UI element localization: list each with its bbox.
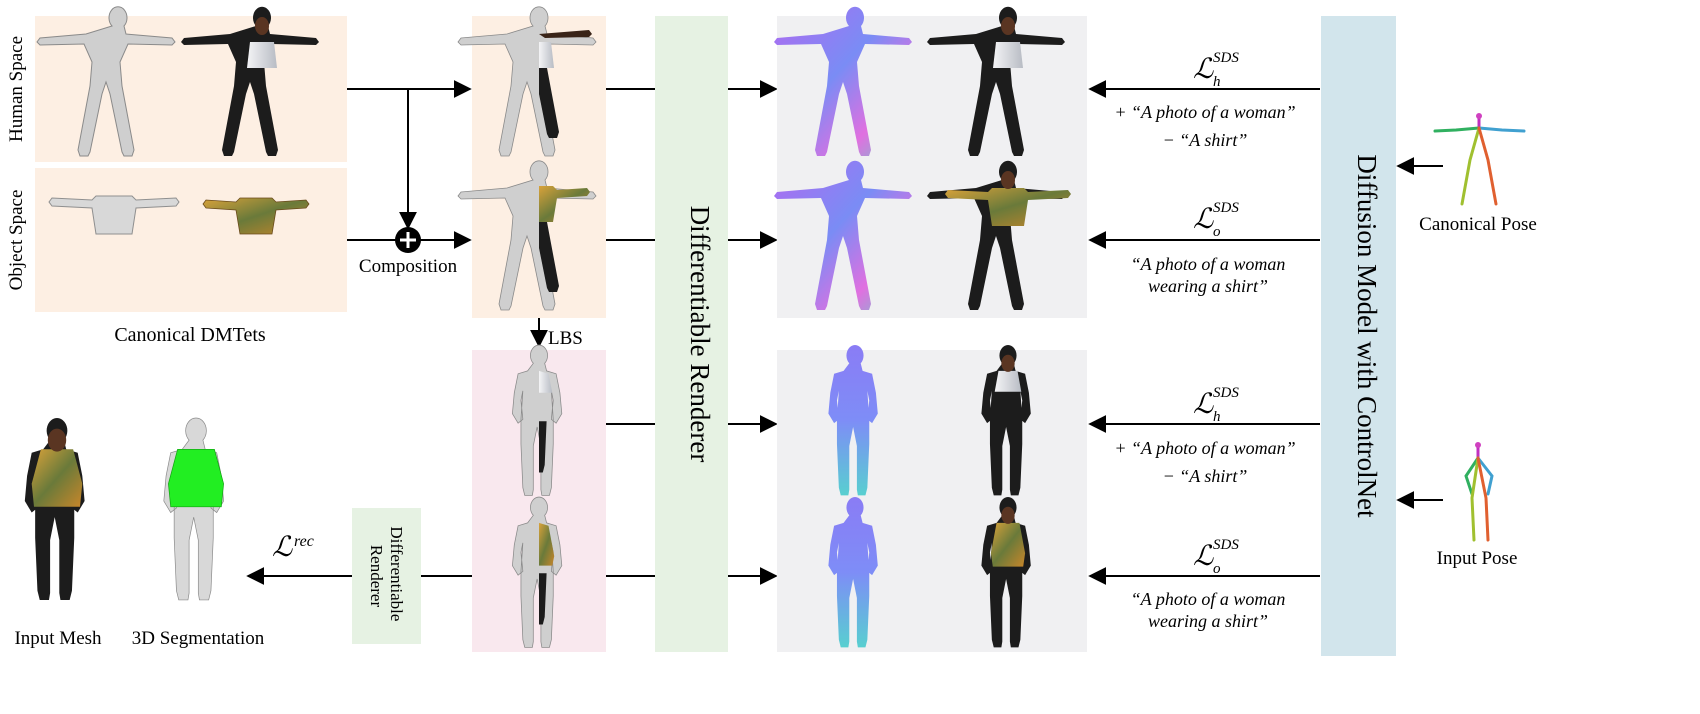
- posed-object: [511, 496, 563, 648]
- small-renderer-line1: Differentiable: [387, 526, 406, 621]
- small-renderer-label: Differentiable Renderer: [367, 526, 406, 625]
- composition-label: Composition: [359, 256, 458, 277]
- differentiable-renderer-block: [655, 16, 728, 652]
- segmentation-figure: [163, 417, 225, 601]
- posed-human: [511, 344, 563, 496]
- canonical-pose-skeleton: [1433, 113, 1526, 206]
- svg-text:o: o: [1213, 224, 1221, 240]
- diffusion-model-label: Diffusion Model with ControlNet: [1352, 154, 1382, 518]
- svg-text:ℒ: ℒ: [1193, 389, 1214, 420]
- segmentation-label: 3D Segmentation: [132, 628, 265, 649]
- input-pose-skeleton: [1464, 442, 1494, 542]
- svg-text:ℒ: ℒ: [1193, 54, 1214, 85]
- svg-text:h: h: [1213, 409, 1221, 425]
- human-space-label: Human Space: [6, 36, 27, 142]
- prompt-object-bottom-line2: wearing a shirt”: [1148, 611, 1268, 631]
- input-mesh-label: Input Mesh: [14, 628, 102, 649]
- prompt-human-bottom-line2: − “A shirt”: [1163, 466, 1248, 486]
- svg-text:SDS: SDS: [1213, 50, 1239, 66]
- object-gray-shirt: [48, 195, 180, 235]
- small-renderer-block: [352, 508, 421, 644]
- human-textured: [181, 6, 319, 156]
- composed-object: [457, 160, 597, 311]
- svg-text:SDS: SDS: [1213, 385, 1239, 401]
- canonical-pose-label: Canonical Pose: [1419, 214, 1537, 235]
- svg-text:rec: rec: [294, 533, 314, 550]
- svg-text:o: o: [1213, 561, 1221, 577]
- prompt-object-bottom-line1: “A photo of a woman: [1131, 589, 1286, 609]
- svg-text:ℒ: ℒ: [272, 532, 293, 563]
- loss-human-bottom: ℒ SDS h: [1193, 385, 1239, 425]
- lbs-label: LBS: [548, 328, 583, 349]
- prompt-human-top-line1: + “A photo of a woman”: [1114, 102, 1295, 122]
- diffusion-model-block: [1321, 16, 1396, 656]
- composition-plus-icon: [395, 227, 421, 253]
- composed-human: [457, 6, 597, 157]
- object-space-label: Object Space: [6, 190, 27, 291]
- rgb-human-canonical: [927, 6, 1065, 156]
- small-renderer-line2: Renderer: [367, 545, 386, 608]
- svg-text:h: h: [1213, 74, 1221, 90]
- rgb-object-posed: [981, 497, 1031, 648]
- prompt-human-bottom-line1: + “A photo of a woman”: [1114, 438, 1295, 458]
- object-textured-shirt: [202, 197, 310, 235]
- svg-text:SDS: SDS: [1213, 200, 1239, 216]
- input-mesh-figure: [24, 418, 85, 600]
- loss-human-top: ℒ SDS h: [1193, 50, 1239, 90]
- rgb-human-posed: [981, 345, 1031, 496]
- loss-rec: ℒ rec: [272, 532, 314, 563]
- prompt-object-top-line1: “A photo of a woman: [1131, 254, 1286, 274]
- object-space-panel: [35, 168, 347, 312]
- svg-text:ℒ: ℒ: [1193, 541, 1214, 572]
- input-pose-label: Input Pose: [1437, 548, 1518, 569]
- svg-text:ℒ: ℒ: [1193, 204, 1214, 235]
- svg-text:SDS: SDS: [1213, 537, 1239, 553]
- prompt-human-top-line2: − “A shirt”: [1163, 130, 1248, 150]
- differentiable-renderer-label: Differentiable Renderer: [685, 206, 715, 463]
- loss-object-top: ℒ SDS o: [1193, 200, 1239, 240]
- prompt-object-top-line2: wearing a shirt”: [1148, 276, 1268, 296]
- rgb-object-canonical: [927, 160, 1071, 310]
- posed-render-panel: [777, 350, 1087, 652]
- canonical-dmtets-caption: Canonical DMTets: [114, 324, 266, 346]
- loss-object-bottom: ℒ SDS o: [1193, 537, 1239, 577]
